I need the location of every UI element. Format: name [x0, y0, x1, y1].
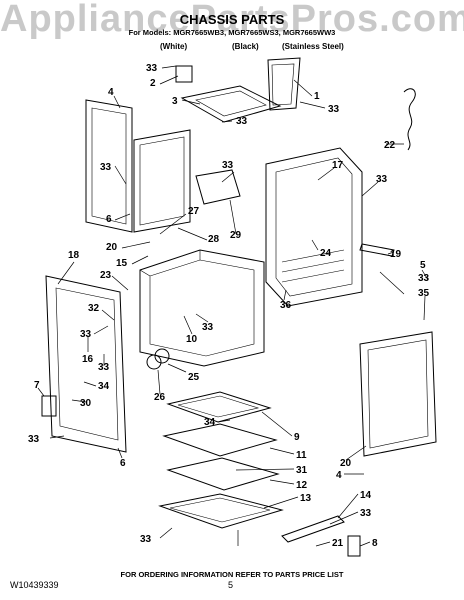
callout-25: 25 — [188, 372, 200, 383]
part-right-side-panel — [359, 331, 437, 457]
callout-2: 2 — [150, 78, 156, 89]
callout-6: 6 — [120, 458, 126, 469]
part-inner-left-panel — [133, 129, 191, 233]
part-gas-valve — [195, 169, 241, 205]
part-drawer-rail — [281, 515, 345, 543]
callout-33: 33 — [140, 534, 152, 545]
callout-20: 20 — [340, 458, 352, 469]
callout-22: 22 — [384, 140, 396, 151]
part-left-side-panel — [85, 99, 133, 233]
part-oven-bottom — [162, 423, 278, 457]
page-title: CHASSIS PARTS — [179, 12, 285, 27]
callout-33: 33 — [146, 63, 158, 74]
callout-33: 33 — [98, 362, 110, 373]
callout-19: 19 — [390, 249, 402, 260]
finish-black: (Black) — [232, 42, 259, 51]
callout-1: 1 — [314, 91, 320, 102]
part-drawer-liner — [166, 457, 280, 491]
part-side-trim — [267, 57, 301, 111]
callout-29: 29 — [230, 230, 242, 241]
callout-17: 17 — [332, 160, 344, 171]
leader-lines — [37, 65, 429, 547]
callout-4: 4 — [336, 470, 342, 481]
watermark: AppliancePartsPros.com — [0, 0, 464, 40]
part-top-panel — [180, 85, 282, 123]
page-number: 5 — [228, 580, 234, 590]
part-oven-cavity — [139, 249, 265, 367]
callout-13: 13 — [300, 493, 312, 504]
callout-20: 20 — [106, 242, 118, 253]
callout-18: 18 — [68, 250, 80, 261]
part-door-frame — [45, 275, 127, 453]
callout-9: 9 — [294, 432, 300, 443]
callout-7: 7 — [34, 380, 40, 391]
callout-33: 33 — [236, 116, 248, 127]
callout-34: 34 — [204, 417, 216, 428]
callout-34: 34 — [98, 381, 110, 392]
part-knobs — [146, 348, 170, 370]
callout-32: 32 — [88, 303, 100, 314]
callout-27: 27 — [188, 206, 200, 217]
callout-33: 33 — [80, 329, 92, 340]
part-burner-tray — [166, 391, 272, 423]
callout-6: 6 — [106, 214, 112, 225]
callout-26: 26 — [154, 392, 166, 403]
callout-30: 30 — [80, 398, 92, 409]
callout-16: 16 — [82, 354, 94, 365]
callout-4: 4 — [108, 87, 114, 98]
part-power-cord — [403, 88, 416, 151]
callout-33: 33 — [328, 104, 340, 115]
callout-11: 11 — [296, 450, 307, 461]
callout-33: 33 — [222, 160, 234, 171]
callout-33: 33 — [28, 434, 40, 445]
callout-15: 15 — [116, 258, 128, 269]
ordering-note: FOR ORDERING INFORMATION REFER TO PARTS … — [120, 570, 344, 579]
callout-33: 33 — [100, 162, 112, 173]
finish-stainless: (Stainless Steel) — [282, 42, 344, 51]
callout-35: 35 — [418, 288, 430, 299]
callout-8: 8 — [372, 538, 378, 549]
callout-24: 24 — [320, 248, 332, 259]
callout-21: 21 — [332, 538, 344, 549]
callout-33: 33 — [202, 322, 214, 333]
callout-31: 31 — [296, 465, 308, 476]
callout-28: 28 — [208, 234, 220, 245]
callout-36: 36 — [280, 300, 292, 311]
callout-14: 14 — [360, 490, 372, 501]
part-back-panel — [265, 147, 363, 307]
document-id: W10439339 — [10, 580, 59, 590]
callout-33: 33 — [376, 174, 388, 185]
callouts: 33 2 1 33 4 3 33 33 17 33 22 33 6 27 20 … — [28, 63, 430, 549]
part-drawer-panel — [158, 493, 284, 529]
part-leveling-leg — [347, 535, 361, 557]
callout-23: 23 — [100, 270, 112, 281]
callout-5: 5 — [420, 260, 426, 271]
finish-white: (White) — [160, 42, 188, 51]
callout-12: 12 — [296, 480, 308, 491]
part-igniter — [41, 395, 57, 417]
part-strip — [359, 243, 395, 257]
callout-3: 3 — [172, 96, 178, 107]
models-line: For Models: MGR7665WB3, MGR7665WS3, MGR7… — [128, 28, 336, 37]
callout-33: 33 — [360, 508, 372, 519]
callout-10: 10 — [186, 334, 198, 345]
callout-33: 33 — [418, 273, 430, 284]
part-bracket — [175, 65, 193, 83]
